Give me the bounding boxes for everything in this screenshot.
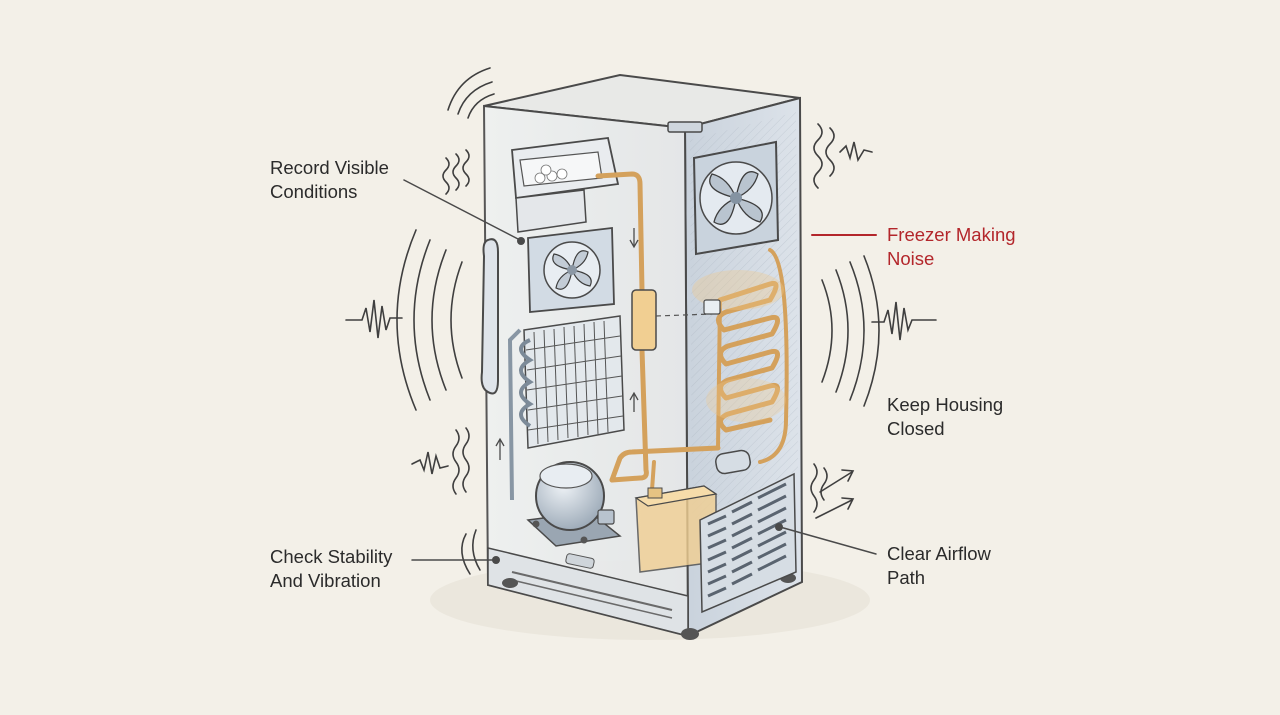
door-hinge	[667, 121, 703, 133]
leader-record-visible	[403, 179, 521, 241]
badge-plate	[565, 553, 595, 569]
leader-lines	[403, 179, 877, 564]
filter-drier	[631, 289, 657, 351]
evaporator-fan-icon	[527, 226, 615, 313]
compressor-icon	[526, 461, 622, 547]
leader-clear-airflow	[779, 526, 877, 555]
ice-maker-icon	[511, 137, 620, 233]
label-keep-housing-closed: Keep Housing Closed	[887, 394, 1004, 439]
condenser-fan-icon	[692, 140, 780, 256]
side-vent-grille	[699, 472, 797, 614]
label-check-stability-and-vibration: Check Stability And Vibration	[270, 546, 393, 591]
drain-pan	[634, 485, 718, 573]
refrigerant-tubing	[595, 171, 789, 492]
accumulator	[715, 449, 751, 475]
label-freezer-making-noise: Freezer Making Noise	[887, 224, 1016, 269]
airflow-arrow-icon	[815, 469, 855, 519]
door-handle[interactable]	[480, 238, 499, 395]
condenser-coil-icon	[507, 315, 625, 501]
label-record-visible-conditions: Record Visible Conditions	[270, 157, 389, 202]
sound-wave-icon	[345, 67, 937, 575]
flow-arrow-icon	[495, 228, 639, 460]
label-clear-airflow-path: Clear Airflow Path	[887, 543, 991, 588]
